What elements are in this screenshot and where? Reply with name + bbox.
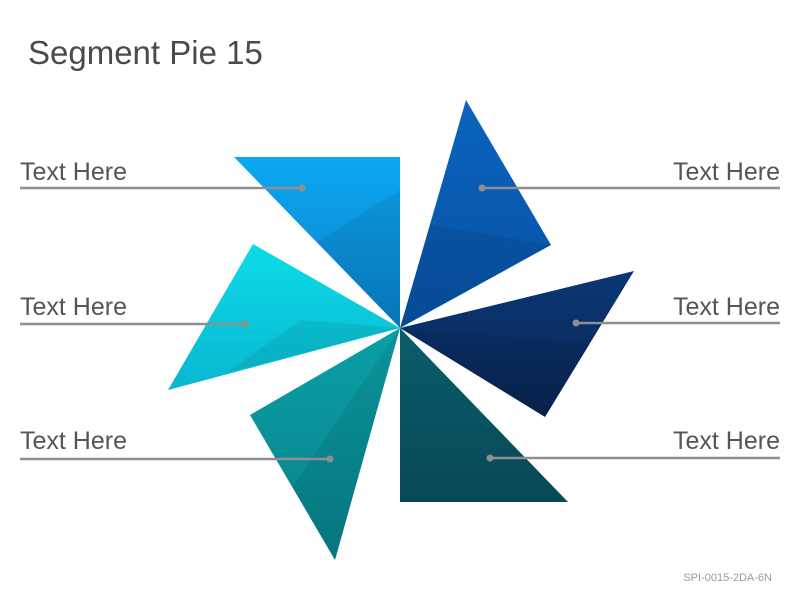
connector-dot-bottom-left — [326, 455, 334, 463]
label-bottom-left: Text Here — [20, 427, 127, 455]
segment-top-right — [400, 100, 551, 328]
footer-code: SPI-0015-2DA-6N — [683, 572, 772, 584]
connector-dot-mid-right — [572, 319, 580, 327]
slide-title: Segment Pie 15 — [28, 34, 263, 71]
label-bottom-right: Text Here — [673, 427, 780, 455]
segment-top-left — [234, 157, 400, 328]
connector-dot-bottom-right — [486, 454, 494, 462]
label-mid-right: Text Here — [673, 293, 780, 321]
segment-bottom-left — [250, 328, 400, 560]
connectors — [20, 184, 780, 463]
segment-mid-left — [168, 244, 400, 390]
connector-dot-top-left — [298, 184, 306, 192]
connector-dot-mid-left — [241, 320, 249, 328]
label-mid-left: Text Here — [20, 293, 127, 321]
connector-dot-top-right — [478, 184, 486, 192]
segment-mid-right — [400, 271, 634, 417]
label-top-left: Text Here — [20, 158, 127, 186]
label-top-right: Text Here — [673, 158, 780, 186]
